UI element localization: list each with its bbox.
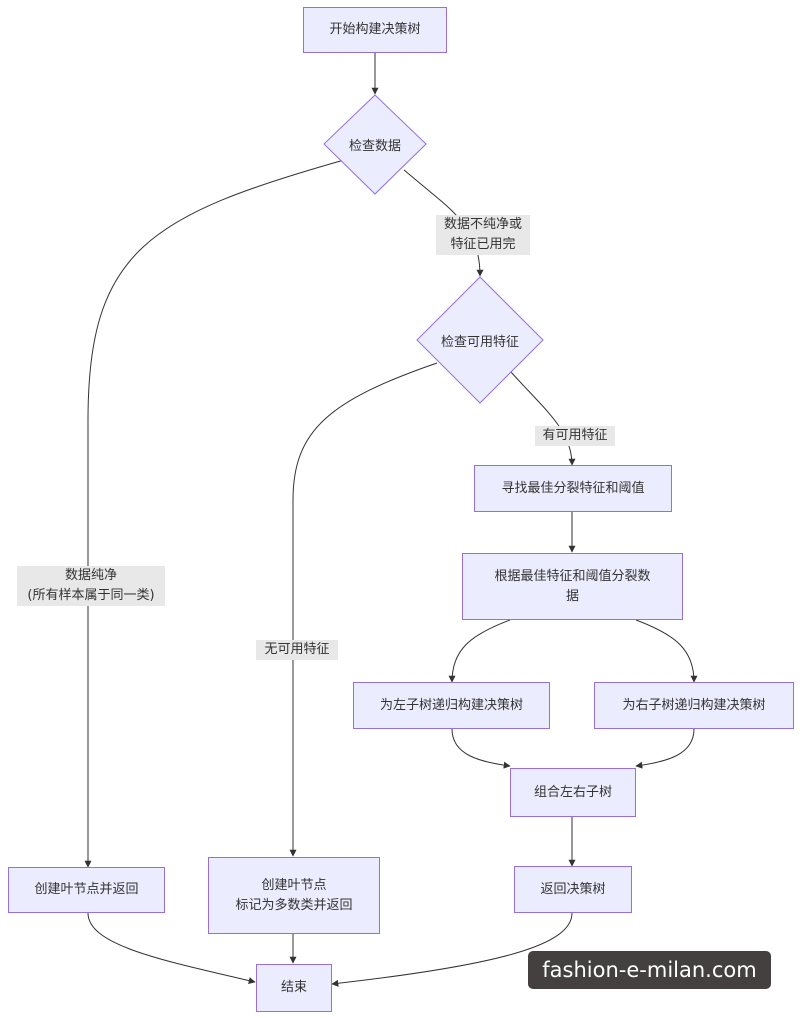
check-data-diamond: [323, 94, 427, 195]
edge-build-right-to-combine: [635, 728, 695, 769]
start-node: 开始构建决策树: [303, 7, 447, 53]
split-data-node: 根据最佳特征和阈值分裂数 据: [462, 553, 683, 620]
edge-build-left-to-combine: [451, 728, 511, 769]
check-data-label: 检查数据: [348, 138, 401, 154]
edge-split-data-to-build-right: [635, 619, 698, 683]
check-features-label: 检查可用特征: [440, 334, 519, 350]
edge-split-data-to-build-left: [448, 619, 511, 683]
edge-check-features-to-find-split: [510, 371, 576, 466]
edge-label-impure: 数据不纯净或 特征已用完: [436, 215, 530, 255]
return-tree-node: 返回决策树: [514, 866, 632, 913]
find-split-node: 寻找最佳分裂特征和阈值: [474, 465, 672, 512]
edge-check-data-to-leaf-pure: [84, 159, 345, 868]
edge-check-features-to-leaf-majority: [289, 362, 438, 857]
edge-label-no-features: 无可用特征: [256, 640, 338, 660]
combine-node: 组合左右子树: [510, 768, 636, 817]
build-right-node: 为右子树递归构建决策树: [594, 682, 794, 729]
end-node: 结束: [256, 964, 332, 1012]
edge-leaf-pure-to-end: [87, 912, 256, 984]
edge-label-has-features: 有可用特征: [535, 426, 615, 446]
check-features-diamond: [416, 276, 544, 404]
watermark: fashion-e-milan.com: [528, 951, 771, 989]
leaf-majority-node: 创建叶节点 标记为多数类并返回: [208, 857, 380, 934]
edge-return-tree-to-end: [331, 912, 573, 987]
build-left-node: 为左子树递归构建决策树: [353, 682, 550, 729]
leaf-pure-node: 创建叶节点并返回: [8, 867, 165, 913]
edge-label-pure: 数据纯净 (所有样本属于同一类): [17, 566, 165, 606]
